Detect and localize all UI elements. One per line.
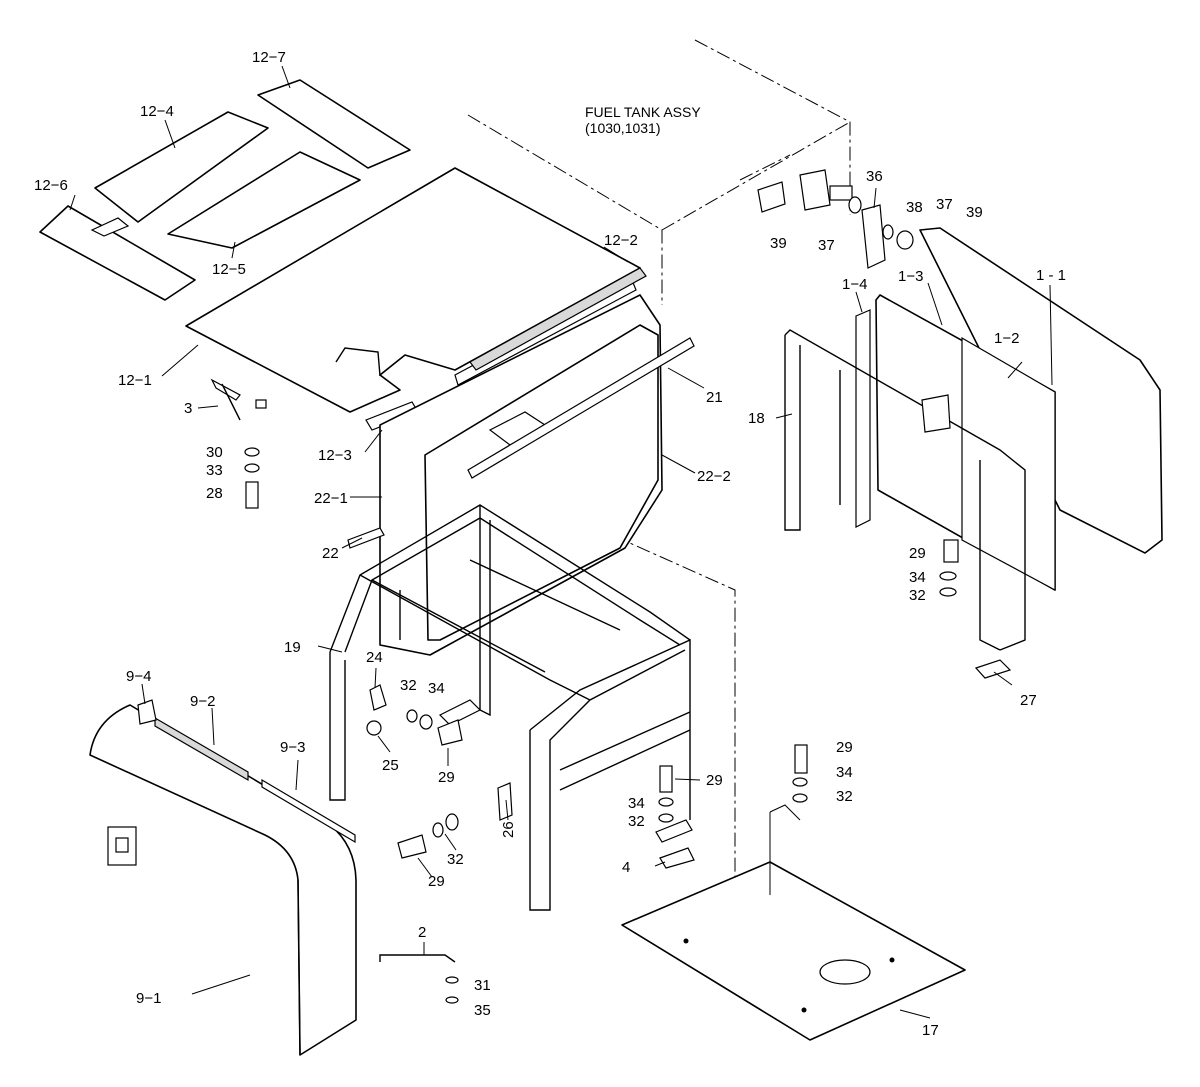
- label-22-2: 22−2: [697, 468, 731, 485]
- front-door: [89, 699, 357, 1056]
- seal-strip-12-2: [469, 267, 647, 371]
- label-34-leg: 34: [628, 795, 645, 812]
- insulation-pads: [39, 79, 411, 301]
- label-21: 21: [706, 389, 723, 406]
- hardware: [210, 169, 1012, 1004]
- label-4: 4: [622, 859, 630, 876]
- label-35: 35: [474, 1002, 491, 1019]
- label-33: 33: [206, 462, 223, 479]
- label-26: 26: [500, 821, 517, 838]
- label-36: 36: [866, 168, 883, 185]
- label-39-right: 39: [966, 204, 983, 221]
- label-12-7: 12−7: [252, 49, 286, 66]
- label-32-floor: 32: [836, 788, 853, 805]
- label-29-floor: 29: [836, 739, 853, 756]
- label-39-left: 39: [770, 235, 787, 252]
- label-27: 27: [1020, 692, 1037, 709]
- label-3: 3: [184, 400, 192, 417]
- fuel-tank-title: FUEL TANK ASSY: [585, 104, 701, 120]
- label-22: 22: [322, 545, 339, 562]
- label-12-1: 12−1: [118, 372, 152, 389]
- label-17: 17: [922, 1022, 939, 1039]
- label-28: 28: [206, 485, 223, 502]
- label-29-leg: 29: [706, 772, 723, 789]
- label-9-1: 9−1: [136, 990, 161, 1007]
- label-18: 18: [748, 410, 765, 427]
- part-labels: 12−7 12−4 12−6 12−5 12−2 12−1 3 12−3 30 …: [34, 49, 1066, 1039]
- radiator-frame: [784, 227, 1163, 651]
- rail-21: [467, 337, 695, 479]
- base-frame: [329, 504, 691, 911]
- label-32-radiator: 32: [909, 587, 926, 604]
- label-32-door: 32: [447, 851, 464, 868]
- leader-lines: [141, 65, 1053, 1019]
- label-29-radiator: 29: [909, 545, 926, 562]
- label-1-2: 1−2: [994, 330, 1019, 347]
- label-24: 24: [366, 649, 383, 666]
- floor-plate: [621, 861, 966, 1041]
- label-38: 38: [906, 199, 923, 216]
- label-37-left: 37: [818, 237, 835, 254]
- label-12-6: 12−6: [34, 177, 68, 194]
- label-37-right: 37: [936, 196, 953, 213]
- label-32-frame: 32: [400, 677, 417, 694]
- fuel-tank-model-numbers: (1030,1031): [585, 120, 661, 136]
- label-12-2: 12−2: [604, 232, 638, 249]
- label-9-4: 9−4: [126, 668, 151, 685]
- label-2: 2: [418, 924, 426, 941]
- label-31: 31: [474, 977, 491, 994]
- label-30: 30: [206, 444, 223, 461]
- label-34-floor: 34: [836, 764, 853, 781]
- side-panels: [347, 294, 663, 656]
- label-12-3: 12−3: [318, 447, 352, 464]
- label-34-radiator: 34: [909, 569, 926, 586]
- label-12-4: 12−4: [140, 103, 174, 120]
- label-9-2: 9−2: [190, 693, 215, 710]
- label-34-frame: 34: [428, 680, 445, 697]
- label-1-3: 1−3: [898, 268, 923, 285]
- label-19: 19: [284, 639, 301, 656]
- label-29-door: 29: [428, 873, 445, 890]
- label-29-frame: 29: [438, 769, 455, 786]
- label-9-3: 9−3: [280, 739, 305, 756]
- label-22-1: 22−1: [314, 490, 348, 507]
- label-25: 25: [382, 757, 399, 774]
- label-1-1: 1 - 1: [1036, 267, 1066, 284]
- label-12-5: 12−5: [212, 261, 246, 278]
- label-1-4: 1−4: [842, 276, 867, 293]
- label-32-leg: 32: [628, 813, 645, 830]
